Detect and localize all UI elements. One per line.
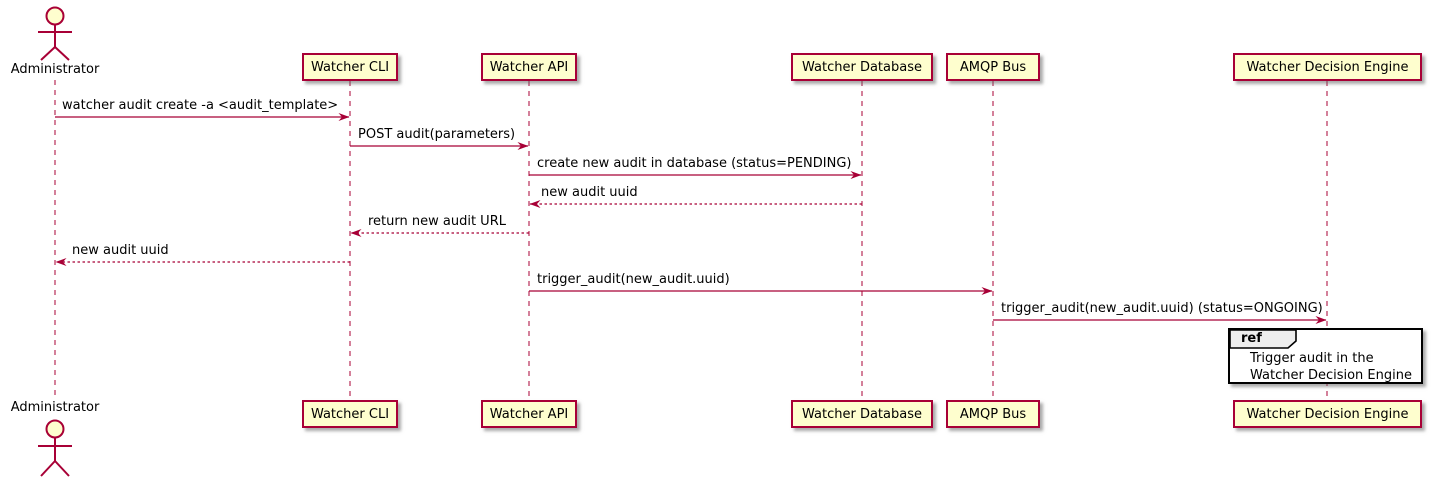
participant-box-watcher-database-bottom: Watcher Database — [791, 400, 933, 428]
ref-keyword: ref — [1241, 331, 1262, 346]
participant-box-watcher-api-bottom: Watcher API — [481, 400, 577, 428]
message-label-post-audit: POST audit(parameters) — [358, 127, 516, 142]
actor-label-administrator-bottom: Administrator — [10, 400, 100, 415]
message-arrows — [55, 113, 1327, 324]
message-label-audit-create: watcher audit create -a <audit_template> — [62, 98, 339, 113]
participant-box-watcher-decision-engine-bottom: Watcher Decision Engine — [1233, 400, 1422, 428]
message-label-trigger-audit-ongoing: trigger_audit(new_audit.uuid) (status=ON… — [1001, 301, 1323, 316]
message-label-trigger-audit: trigger_audit(new_audit.uuid) — [537, 272, 730, 287]
participant-box-watcher-database-top: Watcher Database — [791, 53, 933, 81]
participant-box-watcher-api-top: Watcher API — [481, 53, 577, 81]
participant-box-amqp-bus-bottom: AMQP Bus — [946, 400, 1040, 428]
participant-box-watcher-decision-engine-top: Watcher Decision Engine — [1233, 53, 1422, 81]
lifelines — [54, 80, 1328, 400]
message-label-return-audit-uuid: new audit uuid — [541, 185, 638, 200]
participant-box-watcher-cli-bottom: Watcher CLI — [302, 400, 398, 428]
ref-header-pentagon — [1229, 329, 1297, 349]
message-label-return-uuid-admin: new audit uuid — [72, 243, 169, 258]
actor-figure-bottom — [38, 419, 72, 477]
ref-fragment: ref Trigger audit in the Watcher Decisio… — [1228, 328, 1423, 384]
ref-body-line-2: Watcher Decision Engine — [1250, 368, 1412, 383]
participant-box-watcher-cli-top: Watcher CLI — [302, 53, 398, 81]
message-label-create-audit-db: create new audit in database (status=PEN… — [537, 156, 852, 171]
actor-label-administrator-top: Administrator — [10, 62, 100, 77]
message-label-return-audit-url: return new audit URL — [368, 214, 506, 229]
actor-figure-top — [38, 6, 72, 61]
ref-body-text: Trigger audit in the Watcher Decision En… — [1250, 350, 1412, 384]
participant-box-amqp-bus-top: AMQP Bus — [946, 53, 1040, 81]
ref-body-line-1: Trigger audit in the — [1250, 351, 1374, 366]
